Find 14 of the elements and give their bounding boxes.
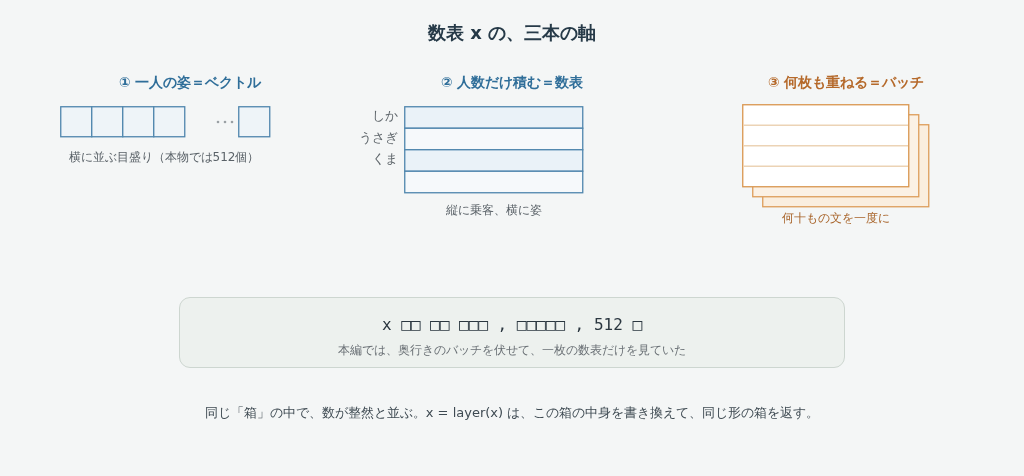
section-heading: ③ 何枚も重ねる＝バッチ: [767, 74, 925, 92]
caption-text: 何十もの文を一度に: [782, 210, 890, 227]
row-label: くま: [372, 151, 398, 168]
diagram-title: 数表 x の、三本の軸: [427, 21, 597, 45]
row-label: しか: [372, 108, 398, 125]
footer-note: 同じ「箱」の中で、数が整然と並ぶ。x = layer(x) は、この箱の中身を書き換えて、同じ形の箱を返す。: [204, 404, 820, 422]
row-label: うさぎ: [359, 129, 398, 147]
section-heading: ① 一人の姿＝ベクトル: [118, 74, 262, 92]
info-panel: [179, 297, 845, 368]
shape-formula: x □□ □□ □□□ , □□□□□ , 512 □: [380, 315, 644, 334]
note-text: 本編では、奥行きのバッチを伏せて、一枚の数表だけを見ていた: [337, 342, 687, 359]
section-heading: ② 人数だけ積む＝数表: [440, 74, 584, 92]
caption-text: 縦に乗客、横に姿: [446, 202, 542, 219]
caption-text: 横に並ぶ目盛り（本物では512個）: [68, 149, 260, 166]
